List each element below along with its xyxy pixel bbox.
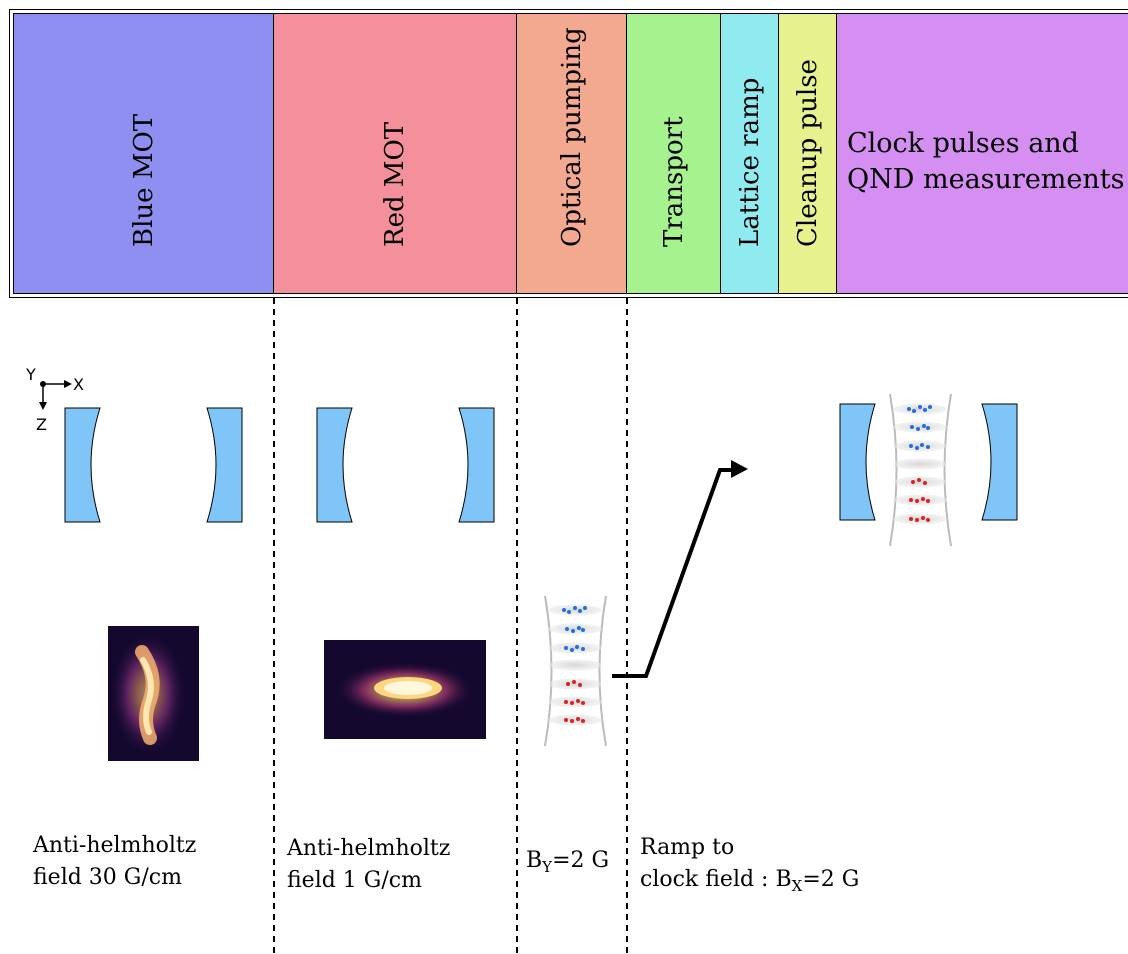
blue-mot-image [108, 626, 199, 761]
cavity-mirror-left [64, 407, 101, 523]
caption-optical-pumping: BY=2 G [526, 845, 609, 883]
axis-x-label: X [73, 375, 84, 394]
phase-label-line2: QND measurements [847, 164, 1125, 195]
phase-cleanup-pulse: Cleanup pulse [779, 14, 837, 293]
caption-line: clock field : BX=2 G [640, 864, 859, 902]
arrowhead [731, 460, 748, 478]
cavity-mirror-right [981, 403, 1018, 521]
caption-value: =2 G [802, 867, 860, 892]
caption-subscript: Y [542, 858, 553, 876]
caption-ramp: Ramp to clock field : BX=2 G [640, 832, 859, 902]
phase-label-multiline: Clock pulses and QND measurements [847, 126, 1124, 198]
phase-optical-pumping: Optical pumping [517, 14, 627, 293]
axis-y-label: Y [25, 365, 36, 384]
phase-transport: Transport [627, 14, 721, 293]
axis-z-arrowhead [39, 402, 47, 410]
phase-label-line1: Clock pulses and [847, 128, 1079, 159]
timeline-outer-frame [9, 9, 1128, 298]
caption-field-symbol: clock field : B [640, 867, 792, 892]
cavity-mirror-right [458, 407, 495, 523]
transport-arrow [612, 460, 748, 678]
cavity-mirror-left [316, 407, 353, 523]
caption-line: Anti-helmholtz [287, 836, 451, 861]
caption-line: field 30 G/cm [33, 865, 182, 890]
caption-field-symbol: B [526, 848, 543, 873]
timeline-inner-frame [13, 13, 1128, 294]
cavity-mirror-left [839, 403, 876, 521]
cavity-mirror-right [206, 407, 243, 523]
phase-clock-pulses: Clock pulses and QND measurements [837, 14, 1128, 293]
caption-line: Ramp to [640, 835, 735, 860]
phase-red-mot: Red MOT [274, 14, 517, 293]
caption-value: =2 G [552, 848, 610, 873]
caption-red-mot: Anti-helmholtz field 1 G/cm [287, 833, 450, 897]
axes-indicator: Y X Z [25, 365, 84, 434]
caption-blue-mot: Anti-helmholtz field 30 G/cm [33, 830, 196, 894]
phase-lattice-ramp: Lattice ramp [721, 14, 779, 293]
phase-blue-mot: Blue MOT [14, 14, 274, 293]
lattice-clock-cavity [889, 393, 952, 547]
axis-x-arrowhead [64, 380, 72, 388]
caption-line: field 1 G/cm [287, 868, 422, 893]
caption-subscript: X [791, 877, 803, 895]
red-mot-image [324, 640, 486, 739]
caption-line: Anti-helmholtz [33, 833, 197, 858]
lattice-optical-pumping [544, 595, 607, 747]
axis-z-label: Z [36, 415, 47, 434]
